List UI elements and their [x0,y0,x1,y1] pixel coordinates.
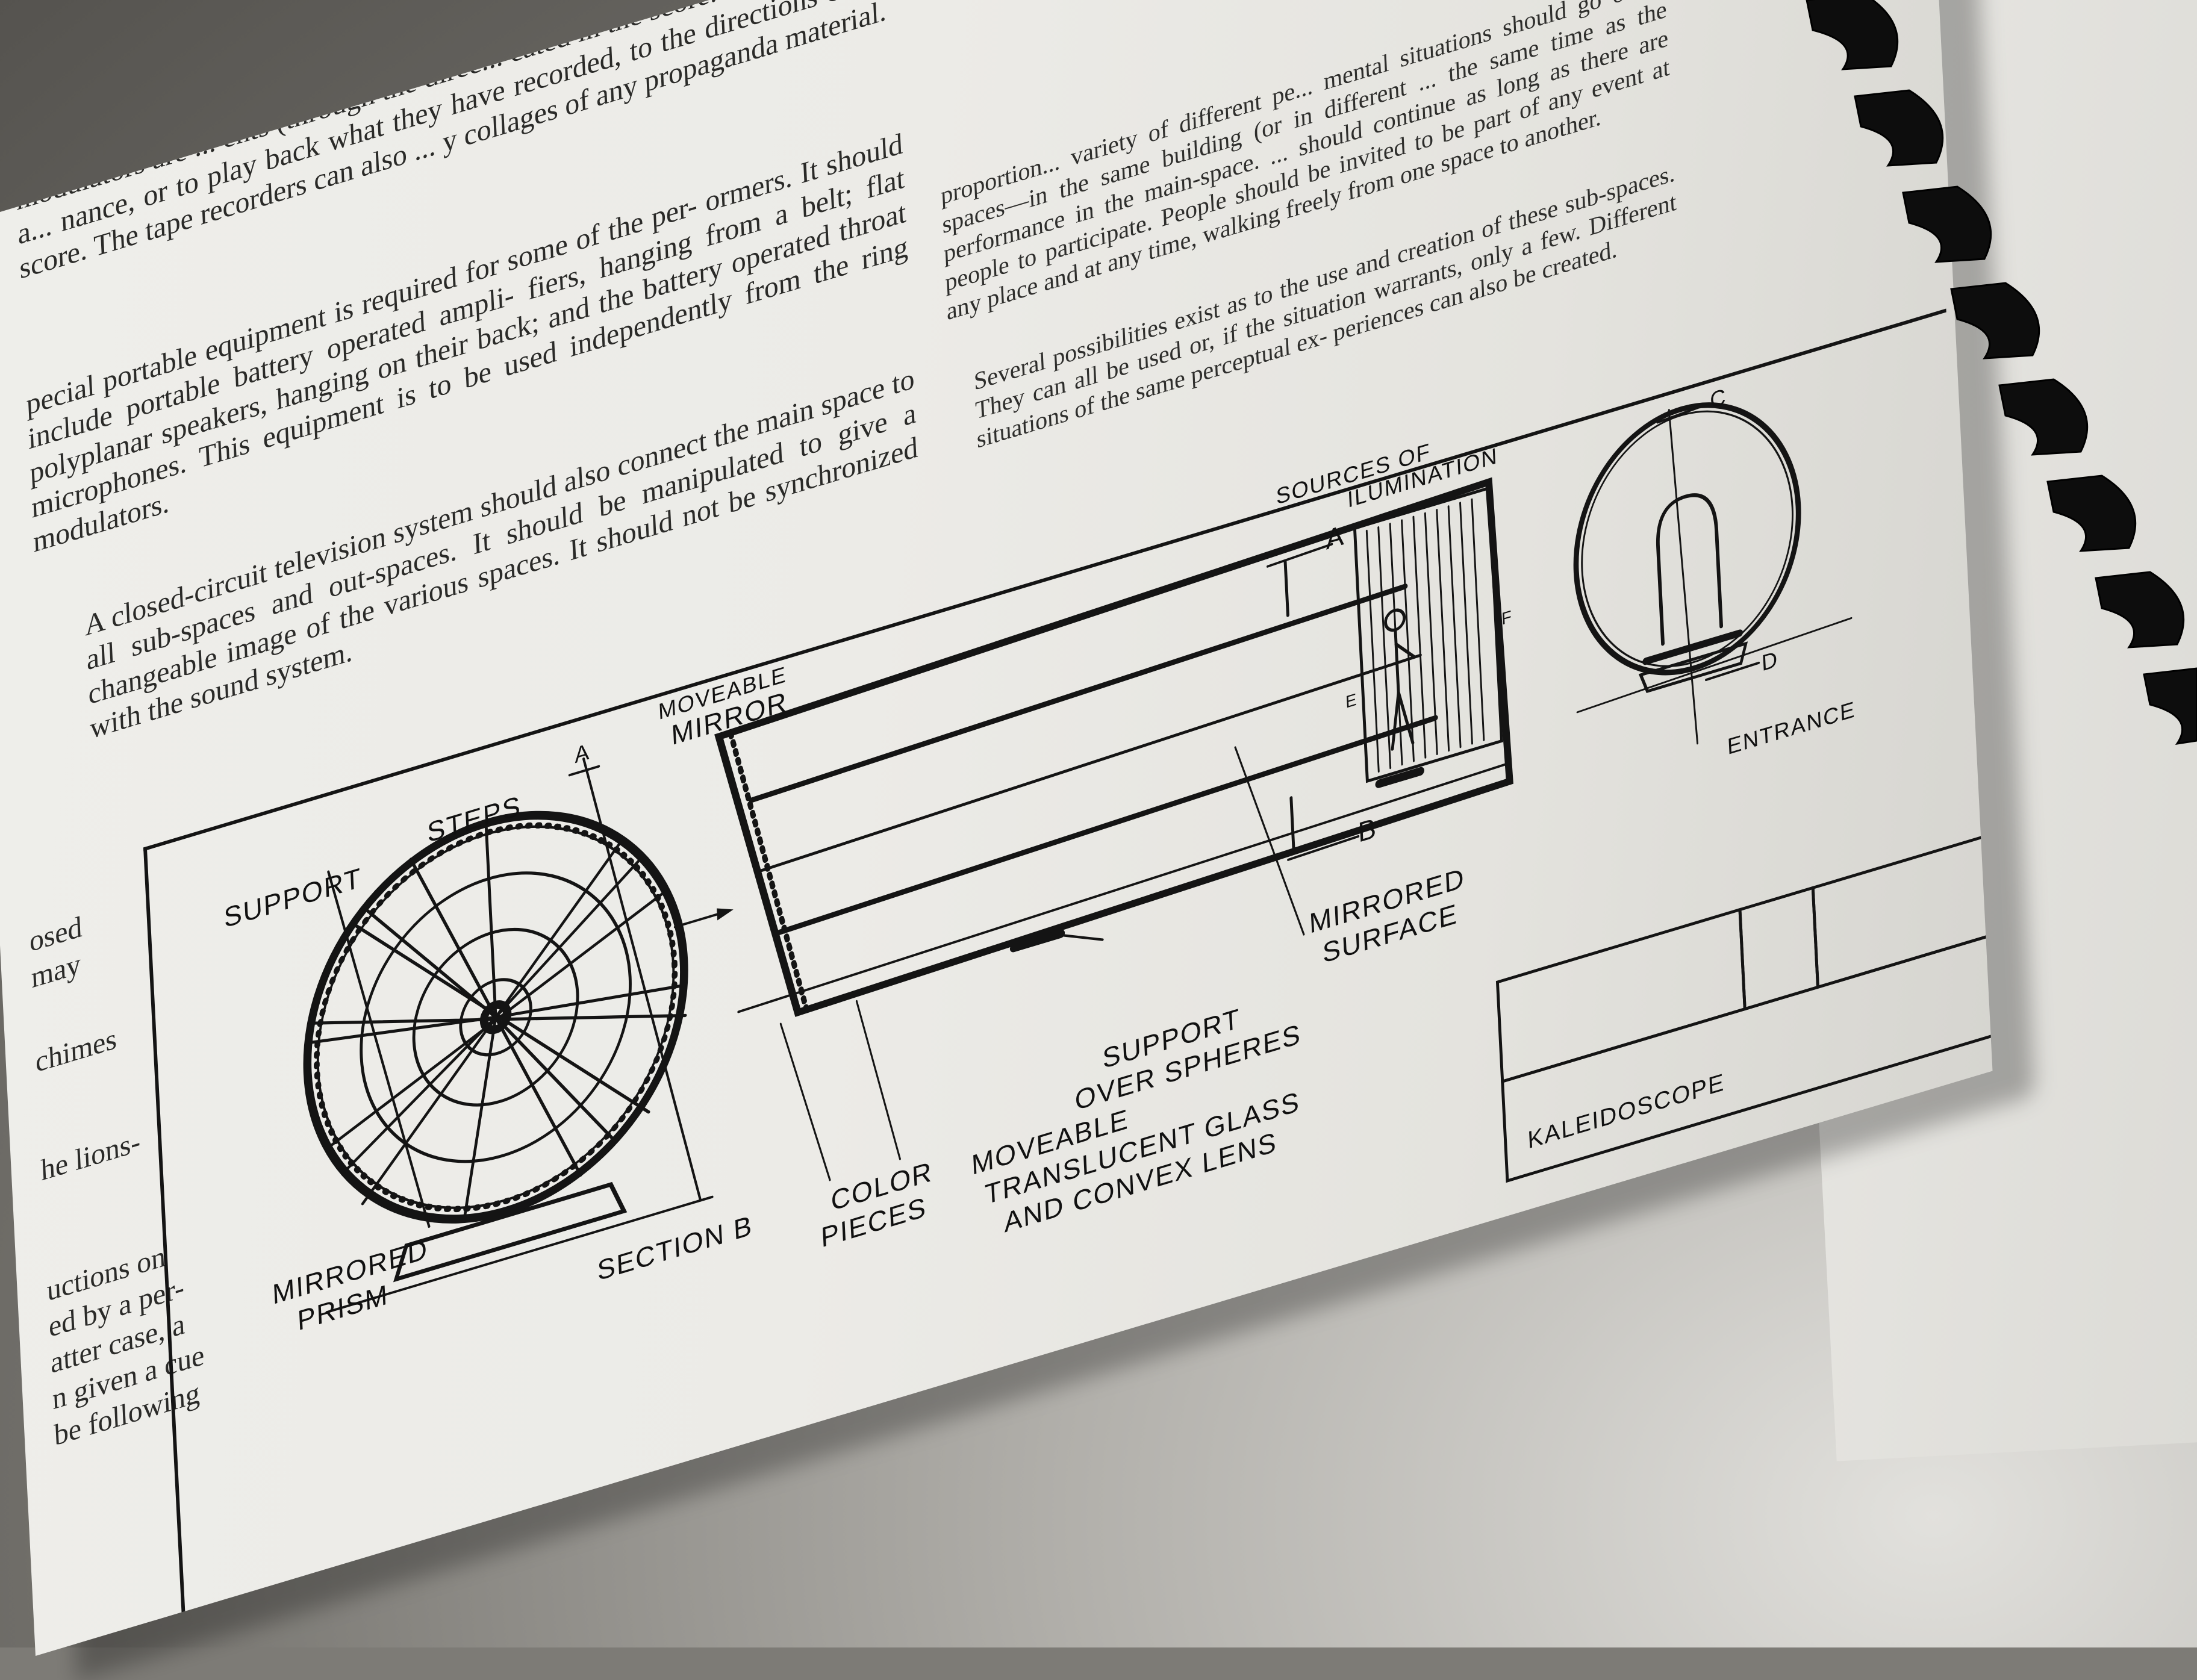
section-a-tube [673,477,1513,1181]
end-view-ring [1573,402,1853,745]
human-figure [1384,608,1416,751]
binding-ring [2143,667,2197,745]
binding-ring [1950,282,2040,359]
kaleidoscope-drawing [303,402,1853,1314]
book-page: modulators are ... ents (through the dir… [0,0,1993,1656]
binding-ring [1998,378,2089,456]
binding-ring [1902,185,1992,263]
section-b-wheel [303,757,714,1314]
binding-ring [1806,0,1899,70]
binding-ring [1854,89,1944,167]
binding-ring [2046,474,2137,552]
binding-ring [2095,571,2185,649]
